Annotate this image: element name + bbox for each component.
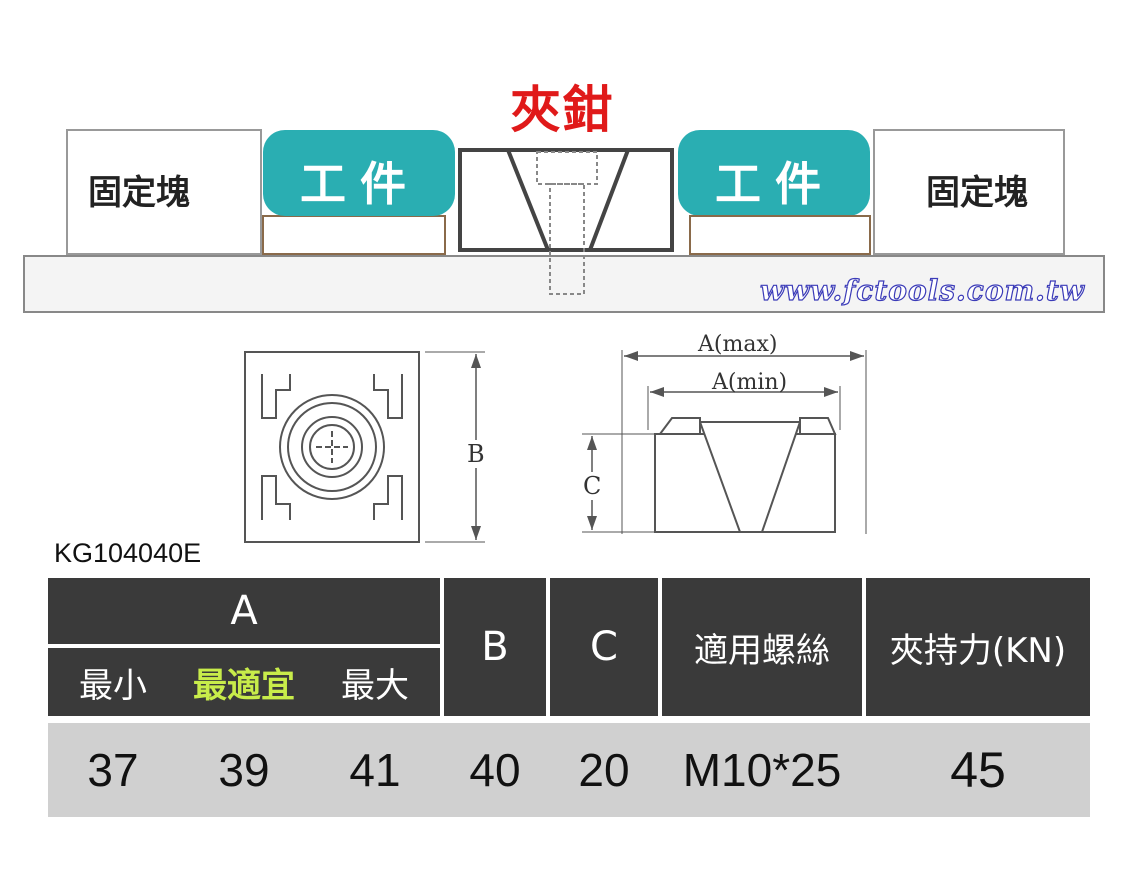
values-row xyxy=(48,723,1090,817)
dim-label-a-min: A(min) xyxy=(712,370,788,395)
dim-label-c: C xyxy=(583,472,602,500)
value-force: 45 xyxy=(950,742,1006,798)
technical-drawings xyxy=(244,350,867,543)
support-right xyxy=(689,215,871,255)
clamp-title: 夾鉗 xyxy=(510,81,615,139)
website-watermark: www.fctools.com.tw xyxy=(759,273,1085,307)
fixed-block-left-label: 固定塊 xyxy=(88,173,190,213)
fixed-block-left xyxy=(66,129,262,255)
value-a-max: 41 xyxy=(349,744,401,796)
header-a: A xyxy=(48,578,440,644)
fixed-block-right xyxy=(873,129,1065,255)
clamping-diagram xyxy=(23,129,1105,313)
workpiece-left-label: 工件 xyxy=(300,157,420,211)
base-plate xyxy=(23,255,1105,313)
value-b: 40 xyxy=(469,744,521,796)
header-a-best: 最適宜 xyxy=(178,648,310,716)
value-c: 20 xyxy=(578,744,630,796)
dim-label-a-max: A(max) xyxy=(698,332,778,357)
header-a-max: 最大 xyxy=(310,648,440,716)
value-screw: M10*25 xyxy=(682,744,842,796)
dim-label-b: B xyxy=(467,440,485,468)
value-a-best: 39 xyxy=(218,744,270,796)
workpiece-left xyxy=(263,130,455,216)
workpiece-right-label: 工件 xyxy=(715,157,835,211)
clamp-body xyxy=(458,148,674,252)
model-number: KG104040E xyxy=(54,538,202,568)
side-view xyxy=(582,350,867,534)
header-screw: 適用螺絲 xyxy=(662,578,862,716)
top-view xyxy=(244,351,485,543)
support-left xyxy=(262,215,446,255)
value-a-min: 37 xyxy=(87,744,139,796)
header-a-min: 最小 xyxy=(48,648,178,716)
header-force: 夾持力(KN) xyxy=(866,578,1090,716)
screw-dashed xyxy=(536,151,598,295)
workpiece-right xyxy=(678,130,870,216)
header-b: B xyxy=(444,578,546,716)
header-c: C xyxy=(550,578,658,716)
fixed-block-right-label: 固定塊 xyxy=(926,173,1028,213)
